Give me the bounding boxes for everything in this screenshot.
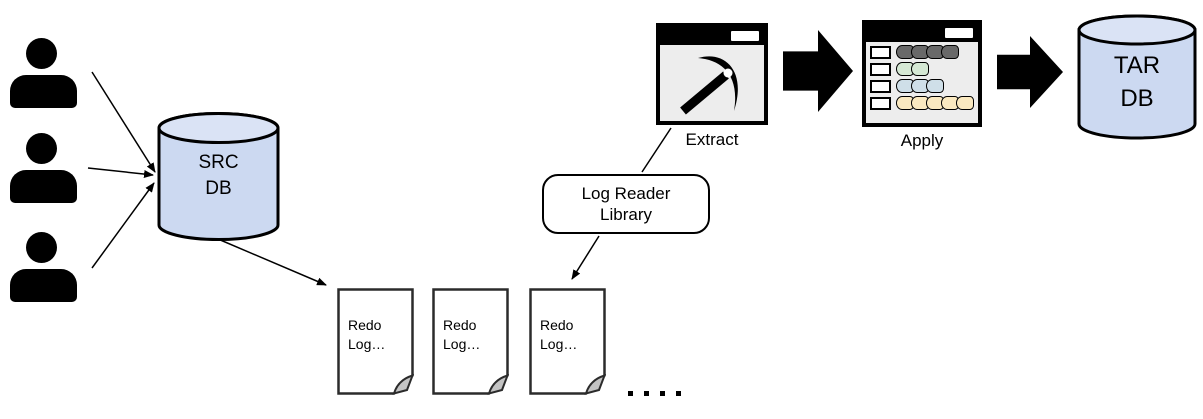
apply-row (870, 79, 978, 93)
checkbox-icon (870, 96, 891, 110)
redo-log-document: Redo Log… (337, 288, 414, 395)
ellipsis-dots (628, 391, 681, 396)
log-reader-library-node: Log Reader Library (542, 174, 710, 234)
document-icon (337, 288, 414, 395)
user-head (26, 232, 57, 263)
user-icon (10, 133, 78, 203)
database-cylinder-icon (157, 112, 280, 241)
row-segment (911, 62, 929, 76)
dot-icon (676, 391, 681, 396)
row-segment (956, 96, 974, 110)
log-reader-library-label: Library (600, 205, 652, 224)
user-torso (10, 170, 77, 203)
extract-node (656, 23, 768, 125)
checkbox-icon (870, 79, 891, 93)
window-titlebar (660, 27, 764, 45)
dot-icon (628, 391, 633, 396)
tar-db-label: TAR DB (1113, 52, 1161, 112)
apply-label: Apply (900, 131, 944, 150)
dot-icon (644, 391, 649, 396)
redo-log-document: Redo Log… (529, 288, 606, 395)
apply-table-rows (866, 42, 978, 110)
apply-row (870, 96, 978, 110)
pickaxe-icon (680, 56, 738, 115)
user-head (26, 38, 57, 69)
redo-log-label: Redo Log… (443, 317, 481, 352)
flow-arrow-icon (997, 36, 1063, 108)
apply-node (862, 20, 982, 127)
redo-log-label: Redo Log… (540, 317, 578, 352)
checkbox-icon (870, 62, 891, 76)
arrow-user2-to-srcdb (87, 167, 154, 179)
src-db-node: SRC DB (156, 110, 281, 243)
arrow-user3-to-srcdb (91, 182, 155, 269)
apply-row (870, 45, 978, 59)
src-db-label: SRC DB (198, 152, 239, 199)
redo-log-document: Redo Log… (432, 288, 509, 395)
document-icon (432, 288, 509, 395)
user-head (26, 133, 57, 164)
checkbox-icon (870, 45, 891, 59)
window-titlebar (866, 24, 978, 42)
arrow-user1-to-srcdb (91, 71, 156, 173)
user-icon (10, 232, 78, 302)
window-button-icon (731, 31, 759, 41)
tar-db-node: TAR DB (1076, 13, 1198, 141)
arrow-srcdb-to-redolog (217, 238, 327, 286)
row-segment (926, 79, 944, 93)
flow-arrow-icon (783, 30, 853, 112)
redo-log-label: Redo Log… (348, 317, 386, 352)
arrow-logreader-to-redolog (571, 235, 600, 280)
log-reader-library-label: Log Reader (581, 184, 671, 203)
document-icon (529, 288, 606, 395)
dot-icon (660, 391, 665, 396)
user-torso (10, 269, 77, 302)
user-icon (10, 38, 78, 108)
database-cylinder-icon (1077, 14, 1197, 140)
row-segment (941, 45, 959, 59)
apply-row (870, 62, 978, 76)
extract-label: Extract (685, 130, 739, 149)
user-torso (10, 75, 77, 108)
window-button-icon (945, 28, 973, 38)
